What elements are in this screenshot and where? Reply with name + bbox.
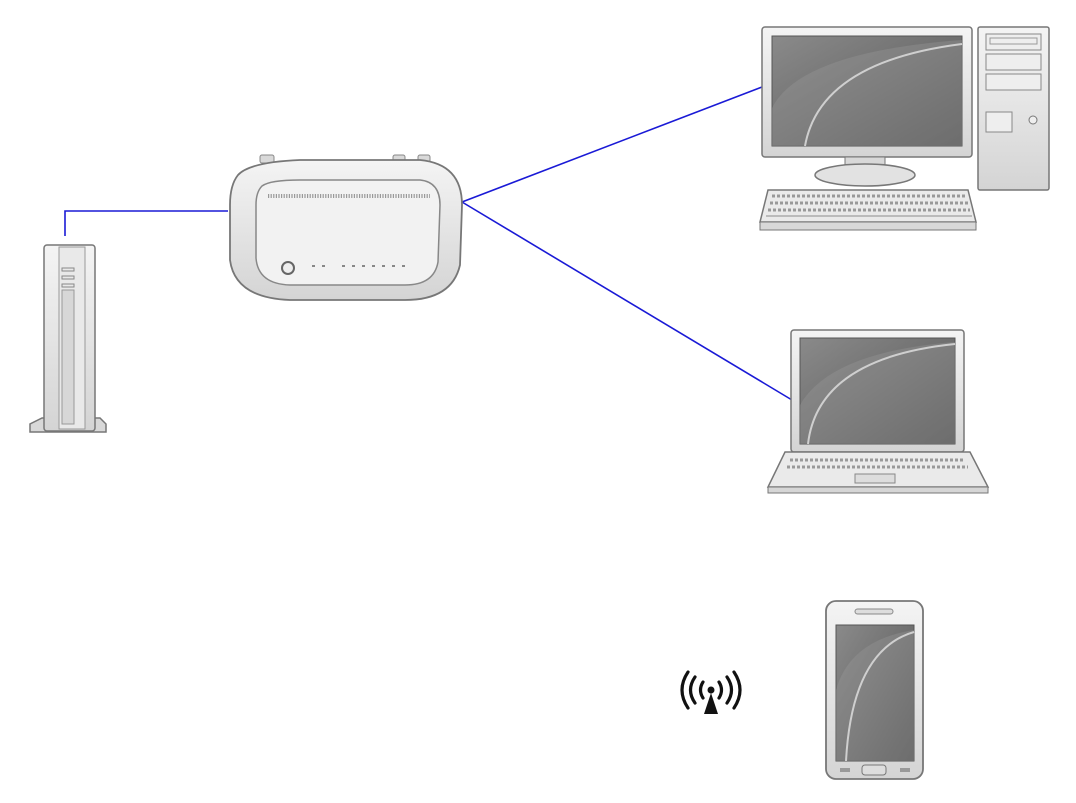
router-icon: [230, 155, 462, 300]
modem-icon: [30, 245, 106, 432]
link-modem-router: [65, 211, 228, 236]
wireless-signal-icon: [682, 672, 740, 714]
laptop-icon: [768, 330, 988, 493]
link-router-desktop: [462, 87, 762, 202]
desktop-computer-icon: [760, 27, 1049, 230]
smartphone-icon: [826, 601, 923, 779]
link-router-laptop: [462, 202, 792, 400]
